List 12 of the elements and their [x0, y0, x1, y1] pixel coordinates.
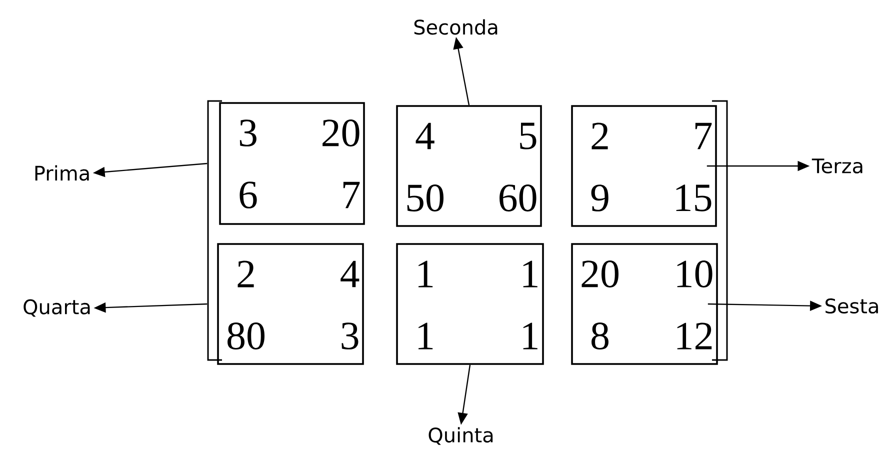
row-label: Sesta: [826, 298, 878, 314]
number-box: 1 1 1 1: [396, 243, 544, 365]
number-box: 3 20 6 7: [219, 102, 365, 225]
number-box: 2 7 9 15: [571, 105, 717, 227]
row-label: Prima: [35, 165, 89, 181]
row-label: Terza: [812, 158, 862, 174]
row-label: Seconda: [414, 19, 498, 35]
number-box: 2 4 80 3: [217, 243, 364, 365]
number-box: 4 5 50 60: [396, 105, 542, 227]
row-label: Quinta: [428, 427, 493, 445]
row-label: Quarta: [24, 299, 90, 317]
number-box: 20 10 8 12: [571, 243, 718, 365]
